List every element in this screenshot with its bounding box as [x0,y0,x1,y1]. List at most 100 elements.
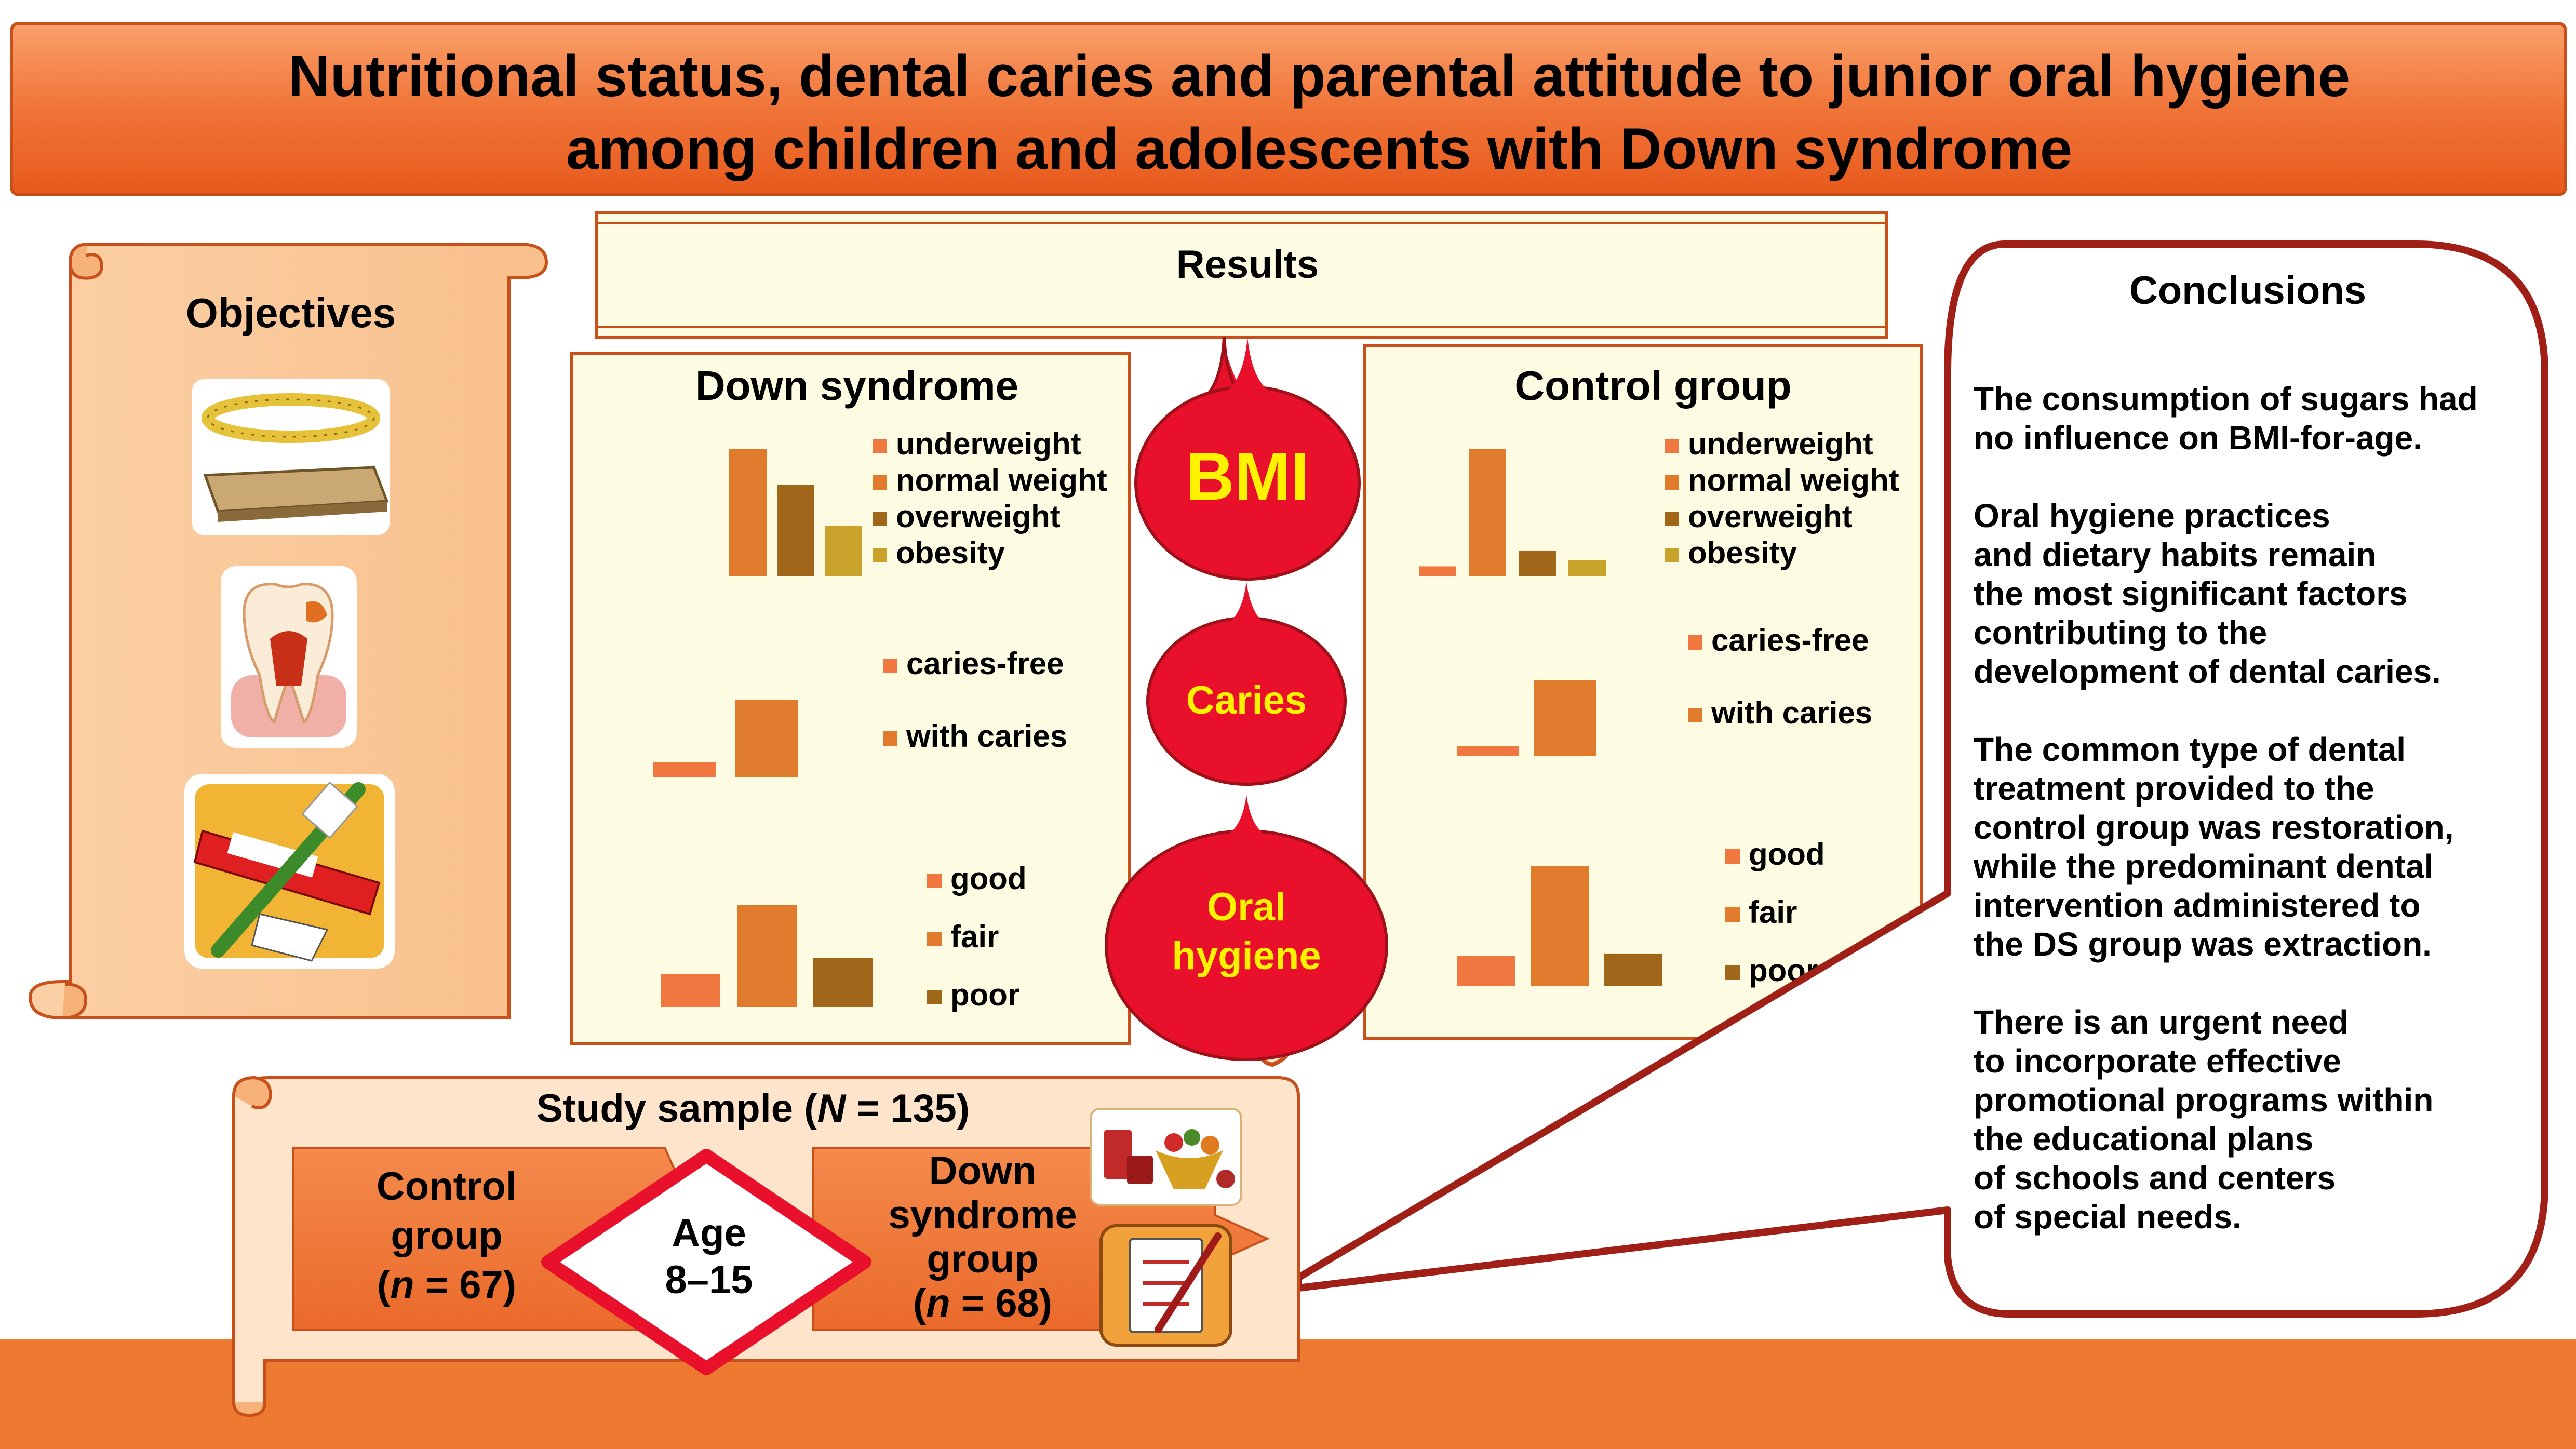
conclusion-line: and dietary habits remain [1974,536,2376,573]
legend-swatch-normal-weight [1665,475,1679,490]
caries-bubble: Caries [1146,582,1347,786]
legend-swatch-fair [1725,907,1740,922]
conclusion-line: control group was restoration, [1974,809,2454,846]
age-label: Age [672,1211,746,1255]
legend-label-fair: fair [1749,895,1797,930]
bar-caries-free [653,762,716,777]
bmi-bubble: BMI [1134,336,1361,581]
bar-obesity [1568,560,1606,576]
legend-label-with-caries: with caries [906,719,1067,754]
conclusion-line: Oral hygiene practices [1974,497,2330,534]
legend-swatch-obesity [873,548,887,562]
legend-label-obesity: obesity [896,535,1005,570]
title-banner: Nutritional status, dental caries and pa… [10,22,2567,196]
legend-swatch-underweight [1665,439,1679,453]
legend-swatch-underweight [873,439,887,453]
results-bubbles: BMI Caries Oral hygiene [1105,336,1388,1061]
control-heading: Control group [1514,363,1791,409]
conclusions-callout: Conclusions The consumption of sugars ha… [1295,240,2548,1318]
down-group-line1: Down [929,1149,1037,1193]
bar-good [1457,956,1515,986]
conclusion-line: to incorporate effective [1974,1042,2341,1080]
legend-swatch-good [927,874,942,888]
legend-swatch-caries-free [1688,635,1702,650]
checklist-icon [1099,1224,1232,1347]
bar-fair [1531,866,1589,986]
legend-label-underweight: underweight [896,426,1081,461]
tooth-caries-icon [221,566,357,748]
legend-swatch-poor [1725,965,1740,980]
bar-with-caries [1534,680,1596,756]
study-heading: Study sample (N = 135) [536,1086,970,1131]
legend-label-good: good [1749,837,1825,871]
bar-good [661,974,720,1007]
conclusion-line: treatment provided to the [1974,770,2374,807]
legend-label-good: good [950,861,1027,896]
conclusion-line: The consumption of sugars had [1974,380,2478,418]
legend-label-with-caries: with caries [1711,695,1872,730]
legend-swatch-normal-weight [873,475,887,490]
bar-caries-free [1457,746,1519,756]
legend-swatch-good [1725,849,1740,864]
conclusion-line: the educational plans [1974,1120,2313,1158]
bar-poor [813,958,873,1007]
legend-label-overweight: overweight [1688,499,1853,534]
conclusion-line: no influence on BMI-for-age. [1974,419,2422,457]
legend-label-normal-weight: normal weight [1688,463,1899,498]
objectives-scroll: Objectives [28,243,548,1019]
oral-hygiene-label-1: Oral [1207,885,1286,929]
control-group-line1: Control [377,1164,517,1209]
down-group-line3: group [927,1237,1038,1281]
control-group-line2: group [391,1214,502,1258]
bar-normal-weight [1469,449,1506,576]
age-range: 8–15 [665,1258,753,1302]
legend-swatch-overweight [1665,512,1679,526]
bar-underweight [1419,566,1456,576]
conclusion-line: while the predominant dental [1973,848,2433,885]
bar-obesity [825,526,862,576]
control-group-n: (n = 67) [377,1263,516,1307]
legend-label-caries-free: caries-free [1711,623,1869,658]
bmi-label: BMI [1186,438,1309,514]
legend-swatch-overweight [873,512,887,526]
title-line-1: Nutritional status, dental caries and pa… [288,44,2350,109]
legend-label-underweight: underweight [1688,426,1873,461]
bar-normal-weight [729,449,767,576]
results-header: Results [595,211,1888,339]
conclusion-line: promotional programs within [1974,1081,2433,1119]
bar-overweight [1519,551,1556,576]
conclusion-line: the DS group was extraction. [1974,925,2432,963]
conclusion-line: The common type of dental [1974,731,2406,768]
conclusion-line: intervention administered to [1974,887,2421,924]
toothpaste-toothbrush-icon [184,774,395,969]
down-group-line2: syndrome [888,1193,1077,1237]
legend-label-overweight: overweight [896,499,1061,534]
legend-swatch-poor [927,990,942,1004]
bar-with-caries [735,700,798,777]
oral-hygiene-bubble: Oral hygiene [1105,795,1388,1061]
study-scroll: Study sample (N = 135) Control group (n … [232,1028,1300,1417]
ds-heading: Down syndrome [695,363,1018,409]
conclusion-line: of schools and centers [1974,1159,2336,1197]
objectives-heading: Objectives [186,290,396,336]
conclusions-heading: Conclusions [2129,269,2366,313]
legend-swatch-with-caries [883,731,897,746]
legend-swatch-caries-free [883,659,897,673]
conclusion-line: contributing to the [1974,614,2267,651]
conclusion-line: development of dental caries. [1974,653,2441,690]
bar-overweight [777,485,814,576]
legend-label-poor: poor [950,977,1019,1012]
legend-label-normal-weight: normal weight [896,463,1107,498]
down-group-n: (n = 68) [913,1281,1052,1325]
legend-swatch-obesity [1665,548,1679,562]
